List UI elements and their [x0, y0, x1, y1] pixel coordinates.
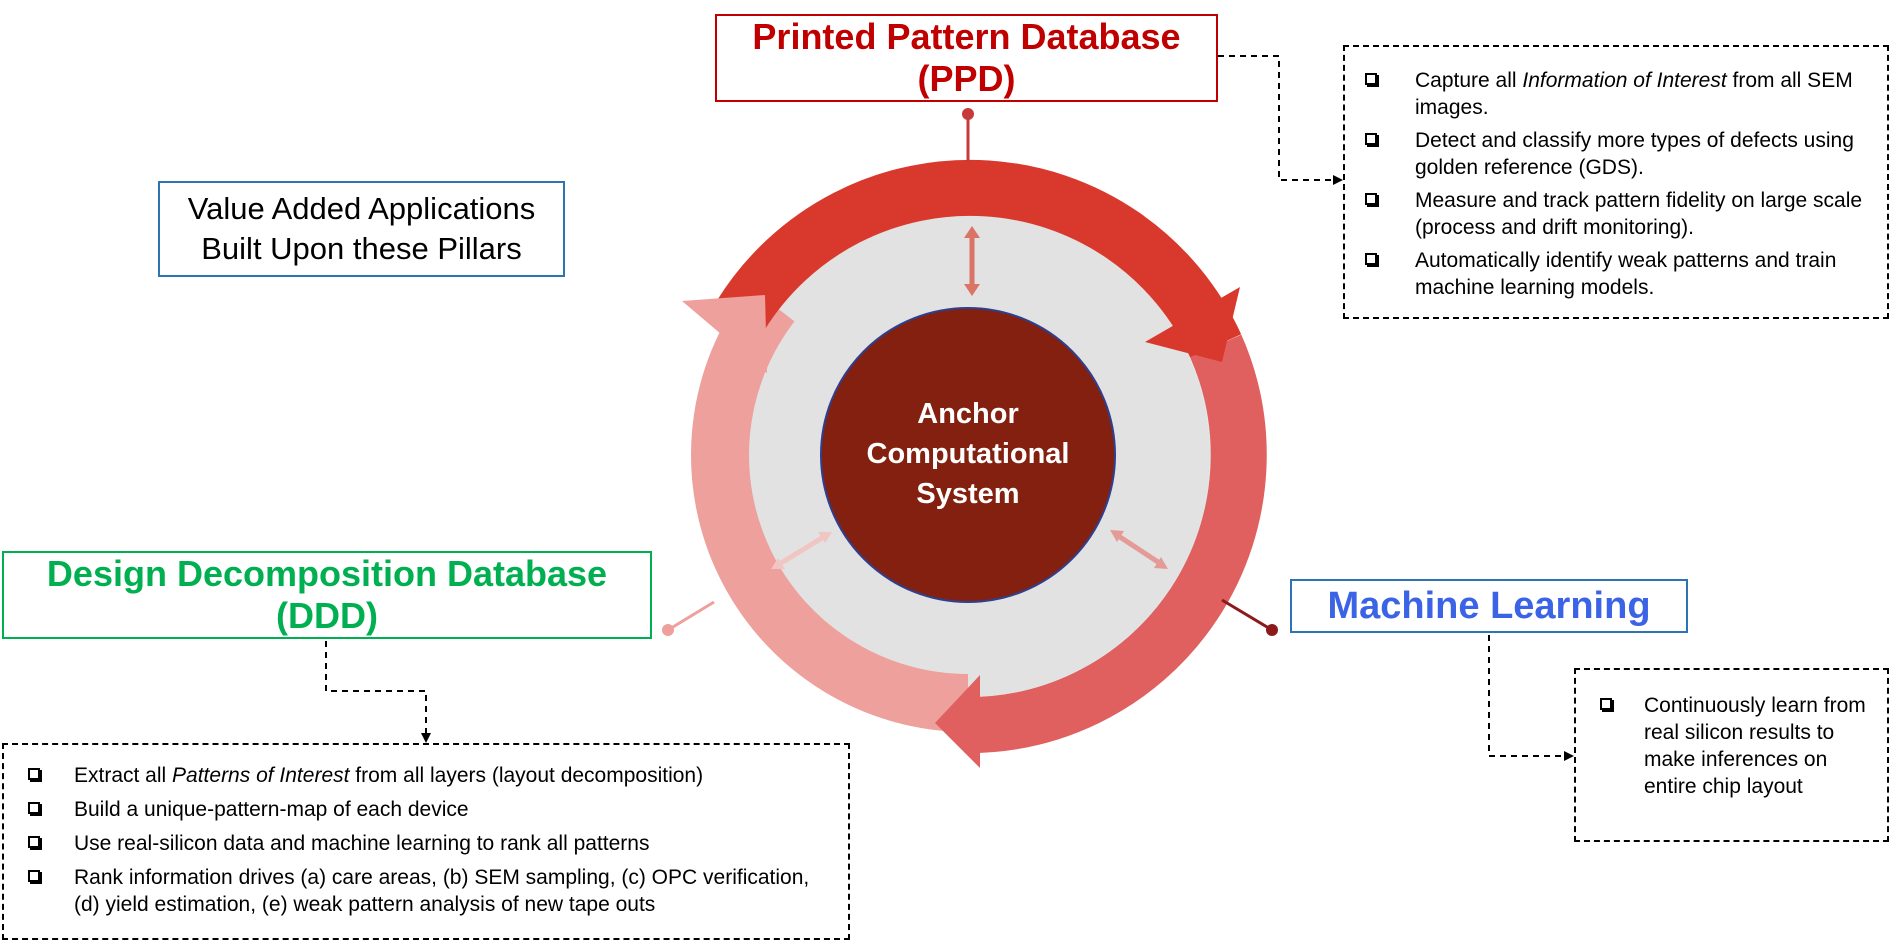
checkbox-icon: [28, 802, 40, 814]
ddd-connector: [667, 600, 715, 632]
list-item: Rank information drives (a) care areas, …: [28, 864, 838, 918]
center-label-line1: Anchor: [917, 398, 1019, 430]
checkbox-icon: [28, 870, 40, 882]
arrowhead-mid: [935, 675, 980, 768]
checkbox-icon: [1600, 698, 1612, 710]
ppd-title-box: Printed Pattern Database (PPD): [715, 14, 1218, 102]
value-added-applications-box: Value Added Applications Built Upon thes…: [158, 181, 565, 277]
arrowhead-dark: [1145, 287, 1240, 362]
ppd-details-box: Capture all Information of Interest from…: [1343, 45, 1889, 319]
arrowhead-light: [682, 295, 767, 373]
list-item: Automatically identify weak patterns and…: [1365, 247, 1877, 301]
checkbox-icon: [28, 768, 40, 780]
ml-title-box: Machine Learning: [1290, 579, 1688, 633]
center-label-line2: Computational: [866, 438, 1070, 470]
checkbox-icon: [1365, 73, 1377, 85]
center-circle: [820, 307, 1116, 603]
checkbox-icon: [1365, 133, 1377, 145]
ppd-details-list: Capture all Information of Interest from…: [1365, 67, 1877, 301]
ddd-title-line2: (DDD): [276, 595, 378, 636]
checkbox-icon: [28, 836, 40, 848]
ppd-connector-dot: [962, 108, 974, 120]
list-item: Measure and track pattern fidelity on la…: [1365, 187, 1877, 241]
list-item: Continuously learn from real silicon res…: [1600, 692, 1877, 800]
inner-arrow-top: [964, 226, 980, 296]
list-item: Detect and classify more types of defect…: [1365, 127, 1877, 181]
ml-connector-dot: [1266, 624, 1278, 636]
checkbox-icon: [1365, 253, 1377, 265]
ddd-connector-dot: [662, 624, 674, 636]
ring-segment-light: [691, 286, 969, 732]
inner-arrow-left: [771, 532, 832, 569]
vaa-line2: Built Upon these Pillars: [201, 231, 522, 266]
center-label-line3: System: [916, 478, 1020, 510]
center-label: Anchor Computational System: [822, 394, 1114, 514]
ml-title: Machine Learning: [1327, 585, 1651, 627]
ml-details-box: Continuously learn from real silicon res…: [1574, 668, 1889, 842]
ml-connector: [1221, 598, 1273, 632]
ddd-details-box: Extract all Patterns of Interest from al…: [2, 743, 850, 940]
list-item: Capture all Information of Interest from…: [1365, 67, 1877, 121]
checkbox-icon: [1365, 193, 1377, 205]
list-item: Extract all Patterns of Interest from al…: [28, 762, 838, 789]
ppd-dashed-connector: [1218, 55, 1343, 185]
vaa-line1: Value Added Applications: [187, 191, 536, 226]
ddd-title-line1: Design Decomposition Database: [46, 553, 608, 594]
ppd-title-line1: Printed Pattern Database: [752, 16, 1181, 57]
ddd-title-box: Design Decomposition Database (DDD): [2, 551, 652, 639]
ml-dashed-connector: [1488, 635, 1574, 761]
ring-segment-dark: [716, 159, 1242, 358]
inner-arrow-right: [1110, 530, 1168, 569]
ppd-title-line2: (PPD): [917, 58, 1016, 99]
list-item: Build a unique-pattern-map of each devic…: [28, 796, 838, 823]
ring-segment-mid: [964, 334, 1267, 754]
ddd-dashed-connector: [325, 641, 431, 743]
ml-details-list: Continuously learn from real silicon res…: [1600, 692, 1877, 800]
ddd-details-list: Extract all Patterns of Interest from al…: [28, 762, 838, 918]
list-item: Use real-silicon data and machine learni…: [28, 830, 838, 857]
